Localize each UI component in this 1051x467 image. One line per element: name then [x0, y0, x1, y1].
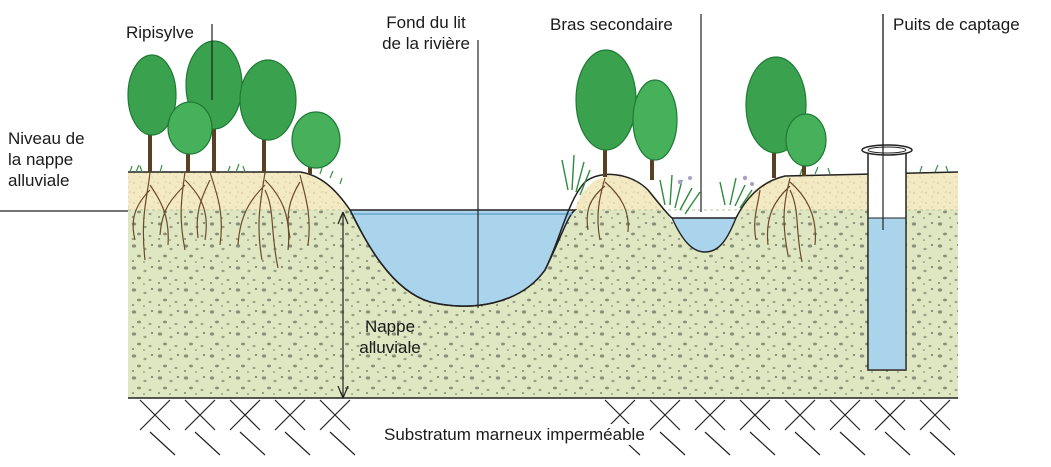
- label-substratum: Substratum marneux imperméable: [382, 424, 647, 445]
- label-niveau-line3: alluviale: [8, 170, 85, 191]
- well-icon: [862, 145, 912, 370]
- reed-flowers: [678, 176, 754, 186]
- label-niveau-line1: Niveau de: [8, 128, 85, 149]
- label-niveau-nappe: Niveau de la nappe alluviale: [8, 128, 85, 191]
- label-bras-secondaire: Bras secondaire: [550, 14, 673, 35]
- label-puits-de-captage: Puits de captage: [893, 14, 1020, 35]
- label-nappe-line1: Nappe: [350, 316, 430, 337]
- label-fond-line1: Fond du lit: [376, 12, 476, 33]
- label-ripisylve: Ripisylve: [126, 22, 194, 43]
- tree-icon: [576, 50, 677, 180]
- tree-icon: [746, 57, 826, 178]
- tree-icon: [128, 41, 340, 174]
- label-fond-line2: de la rivière: [376, 33, 476, 54]
- label-fond-du-lit: Fond du lit de la rivière: [376, 12, 476, 54]
- label-nappe-line2: alluviale: [350, 337, 430, 358]
- label-nappe-alluviale: Nappe alluviale: [350, 316, 430, 358]
- label-niveau-line2: la nappe: [8, 149, 85, 170]
